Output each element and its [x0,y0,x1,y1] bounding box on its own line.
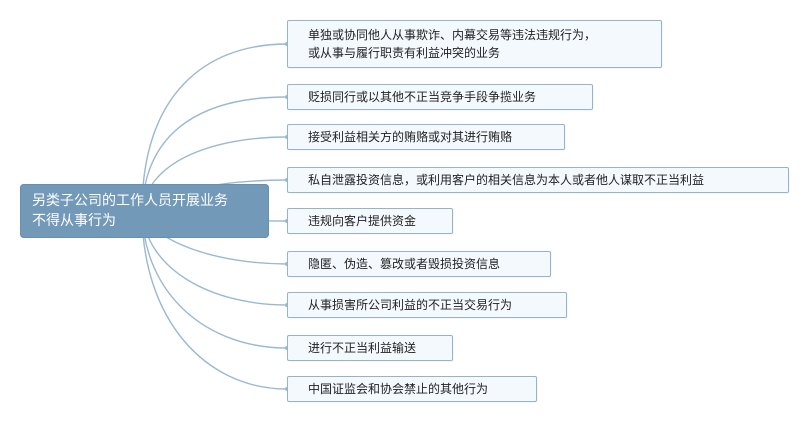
item-node-1-line-1: 单独或协同他人从事欺诈、内幕交易等违法违规行为， [308,28,597,42]
item-node-6-text: 隐匿、伪造、篡改或者毁损投资信息 [308,257,501,271]
item-node-9-text: 中国证监会和协会禁止的其他行为 [308,382,489,396]
item-node-7[interactable]: 从事损害所公司利益的不正当交易行为 [287,292,567,318]
root-node[interactable]: 另类子公司的工作人员开展业务 不得从事行为 [20,184,269,238]
item-node-7-text: 从事损害所公司利益的不正当交易行为 [308,298,513,312]
item-node-6[interactable]: 隐匿、伪造、篡改或者毁损投资信息 [287,251,551,277]
item-node-5-text: 违规向客户提供资金 [308,214,417,228]
item-node-2[interactable]: 贬损同行或以其他不正当竞争手段争揽业务 [287,84,593,110]
item-node-4[interactable]: 私自泄露投资信息，或利用客户的相关信息为本人或者他人谋取不正当利益 [287,167,789,193]
item-node-3[interactable]: 接受利益相关方的贿赂或对其进行贿赂 [287,124,565,150]
item-node-3-text: 接受利益相关方的贿赂或对其进行贿赂 [308,130,513,144]
item-node-4-text: 私自泄露投资信息，或利用客户的相关信息为本人或者他人谋取不正当利益 [308,173,705,187]
item-node-2-text: 贬损同行或以其他不正当竞争手段争揽业务 [308,90,537,104]
root-line-2: 不得从事行为 [32,213,116,229]
item-node-8-text: 进行不正当利益输送 [308,341,417,355]
item-node-9[interactable]: 中国证监会和协会禁止的其他行为 [287,376,537,402]
item-node-8[interactable]: 进行不正当利益输送 [287,335,453,361]
item-node-1-line-2: 或从事与履行职责有利益冲突的业务 [308,46,501,60]
item-node-5[interactable]: 违规向客户提供资金 [287,208,453,234]
item-node-1[interactable]: 单独或协同他人从事欺诈、内幕交易等违法违规行为， 或从事与履行职责有利益冲突的业… [287,20,662,68]
root-line-1: 另类子公司的工作人员开展业务 [32,193,228,209]
